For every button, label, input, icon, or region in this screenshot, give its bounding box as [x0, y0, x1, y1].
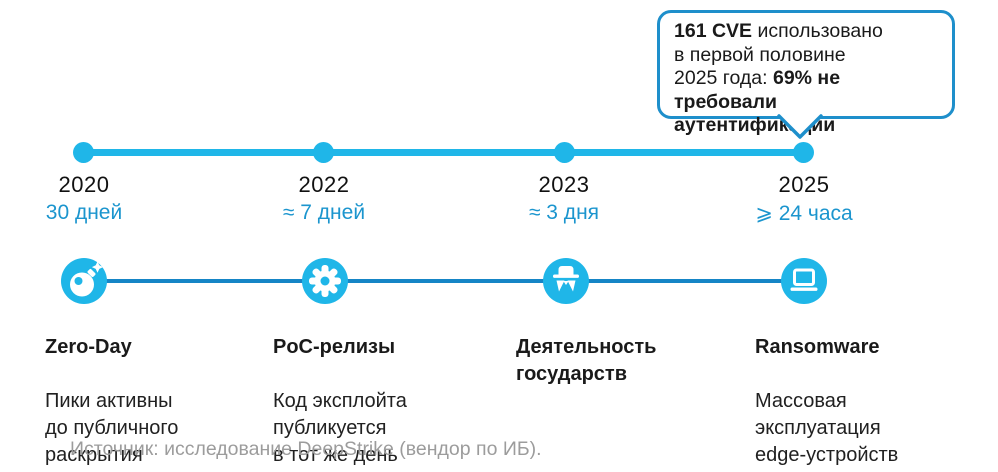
- timeline-line: [84, 149, 804, 156]
- timeline-dot-2022: [313, 142, 334, 163]
- phase-title: Деятельность государств: [516, 336, 657, 385]
- source-note: Источник: исследование DeepStrike (вендо…: [70, 438, 542, 460]
- year-label: 2020: [58, 172, 110, 197]
- duration-label: 30 дней: [45, 201, 123, 224]
- laptop-icon: [790, 268, 818, 291]
- phase-circle: [61, 258, 107, 304]
- duration-label: ≈ 3 дня: [528, 201, 600, 224]
- phase-poc: PoC-релизы Код эксплойта публикуется в т…: [273, 307, 488, 472]
- phases-connector-line: [84, 279, 804, 283]
- year-label: 2022: [298, 172, 350, 197]
- callout-tail: [777, 114, 823, 139]
- duration-label: ≈ 7 дней: [282, 201, 366, 224]
- phase-nation-states: Деятельность государств: [516, 307, 731, 442]
- timeline-dot-2025: [793, 142, 814, 163]
- spy-icon: [553, 266, 579, 292]
- phase-circle: [781, 258, 827, 304]
- duration-label: ⩾ 24 часа: [755, 202, 853, 225]
- phase-circle: [543, 258, 589, 304]
- gear-icon: [309, 265, 341, 297]
- year-label: 2023: [538, 172, 590, 197]
- phase-zero-day: Zero-Day Пики активны до публичного раск…: [45, 307, 260, 472]
- phase-ransomware: Ransomware Массовая эксплуатация edge-ус…: [755, 307, 970, 472]
- phase-description: Код эксплойта публикуется в тот же день: [273, 390, 407, 466]
- phase-title: Zero-Day: [45, 336, 132, 358]
- phase-circle: [302, 258, 348, 304]
- timeline-dot-2023: [554, 142, 575, 163]
- timeline-dot-2020: [73, 142, 94, 163]
- bomb-icon: [70, 261, 104, 297]
- year-label: 2025: [778, 172, 830, 197]
- phase-description: Массовая эксплуатация edge-устройств (по…: [755, 390, 899, 472]
- phase-title: PoC-релизы: [273, 336, 396, 358]
- phase-title: Ransomware: [755, 336, 880, 358]
- phase-description: Пики активны до публичного раскрытия: [45, 390, 179, 466]
